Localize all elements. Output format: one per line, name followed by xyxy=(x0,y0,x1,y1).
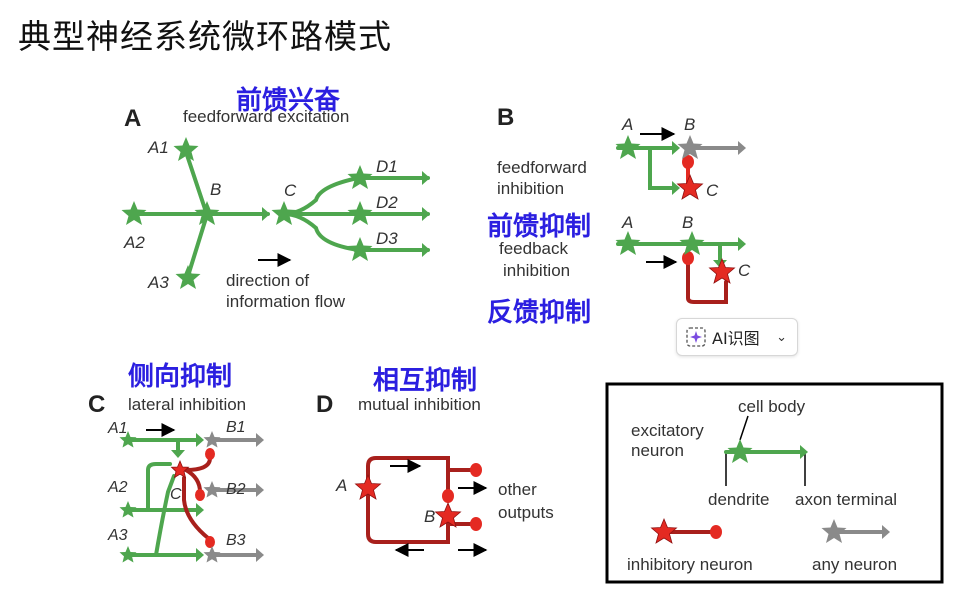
legend-axon-terminal: axon terminal xyxy=(795,490,897,509)
ff-neuron-a xyxy=(615,135,641,159)
lateral-label-b3: B3 xyxy=(226,532,246,549)
panel-c-caption: lateral inhibition xyxy=(128,395,246,414)
lateral-label-a2: A2 xyxy=(107,479,128,496)
panel-d-caption: mutual inhibition xyxy=(358,395,481,414)
label-d1: D1 xyxy=(376,157,398,176)
fb-caption-line1: feedback xyxy=(499,239,568,258)
neuron-c xyxy=(271,201,297,225)
page-title: 典型神经系统微环路模式 xyxy=(18,17,392,56)
panel-a: A feedforward excitation xyxy=(121,105,430,311)
ff-label-a: A xyxy=(621,115,633,134)
label-d3: D3 xyxy=(376,229,398,248)
lateral-label-c: C xyxy=(170,486,182,503)
panel-c: C lateral inhibition xyxy=(88,391,264,563)
ff-caption-line2: inhibition xyxy=(497,179,564,198)
legend-excitatory-line2: neuron xyxy=(631,441,684,460)
lateral-label-a3: A3 xyxy=(107,527,128,544)
fb-neuron-a xyxy=(615,231,641,255)
label-a3: A3 xyxy=(147,273,169,292)
fb-neuron-b xyxy=(679,231,705,255)
fb-label-b: B xyxy=(682,213,693,232)
fb-label-a: A xyxy=(621,213,633,232)
label-a2: A2 xyxy=(123,233,145,252)
mutual-label-a: A xyxy=(335,476,347,495)
ff-label-c: C xyxy=(706,181,719,200)
legend-cell-body: cell body xyxy=(738,397,806,416)
chevron-down-icon[interactable]: ⌄ xyxy=(776,329,787,345)
flow-caption-line1: direction of xyxy=(226,271,309,290)
other-outputs-line2: outputs xyxy=(498,503,554,522)
fb-caption-line2: inhibition xyxy=(503,261,570,280)
neuron-a3 xyxy=(175,265,201,289)
lateral-neuron-a2 xyxy=(119,501,137,518)
fb-label-c: C xyxy=(738,261,751,280)
label-mutual-inhibition: 相互抑制 xyxy=(373,366,478,396)
lateral-neuron-b2 xyxy=(203,481,221,498)
neuron-d3 xyxy=(347,237,373,261)
label-feedforward-inhibition: 前馈抑制 xyxy=(487,212,592,242)
neuron-a2 xyxy=(121,201,147,225)
neuron-d2 xyxy=(347,201,373,225)
panel-d: D mutual inhibition A B other out xyxy=(316,391,554,557)
lateral-neuron-b1 xyxy=(203,431,221,448)
panel-c-letter: C xyxy=(88,391,105,418)
lateral-neuron-a3 xyxy=(119,546,137,563)
ff-neuron-b xyxy=(677,135,703,159)
ff-neuron-c xyxy=(677,174,703,200)
label-d2: D2 xyxy=(376,193,398,212)
label-c: C xyxy=(284,181,297,200)
legend-dendrite: dendrite xyxy=(708,490,769,509)
label-a1: A1 xyxy=(147,138,169,157)
label-feedforward-excitation: 前馈兴奋 xyxy=(236,86,341,116)
neuron-d1 xyxy=(347,165,373,189)
legend-excitatory-line1: excitatory xyxy=(631,421,704,440)
other-outputs-line1: other xyxy=(498,480,537,499)
ai-recognize-button[interactable]: AI识图 ⌄ xyxy=(676,318,798,356)
mutual-label-b: B xyxy=(424,507,435,526)
label-b: B xyxy=(210,180,221,199)
fb-neuron-c xyxy=(709,258,735,284)
legend-box: cell body excitatory neuron dendrite axo… xyxy=(605,382,944,584)
panel-a-caption: feedforward excitation xyxy=(183,107,349,126)
ai-recognize-label: AI识图 xyxy=(712,329,760,348)
panel-b-letter: B xyxy=(497,104,514,131)
lateral-label-b2: B2 xyxy=(226,481,246,498)
lateral-label-a1: A1 xyxy=(107,420,128,437)
ff-caption-line1: feedforward xyxy=(497,158,587,177)
legend-inhibitory-label: inhibitory neuron xyxy=(627,555,753,574)
panel-b: B feedforward inhibition feedback inhibi… xyxy=(497,104,751,304)
panel-a-letter: A xyxy=(124,105,141,132)
ai-sparkle-icon xyxy=(686,327,706,347)
legend-any-label: any neuron xyxy=(812,555,897,574)
label-feedback-inhibition: 反馈抑制 xyxy=(487,298,592,328)
label-lateral-inhibition: 侧向抑制 xyxy=(128,362,233,392)
lateral-neuron-b3 xyxy=(203,546,221,563)
ff-label-b: B xyxy=(684,115,695,134)
flow-caption-line2: information flow xyxy=(226,292,346,311)
panel-d-letter: D xyxy=(316,391,333,418)
lateral-label-b1: B1 xyxy=(226,419,246,436)
